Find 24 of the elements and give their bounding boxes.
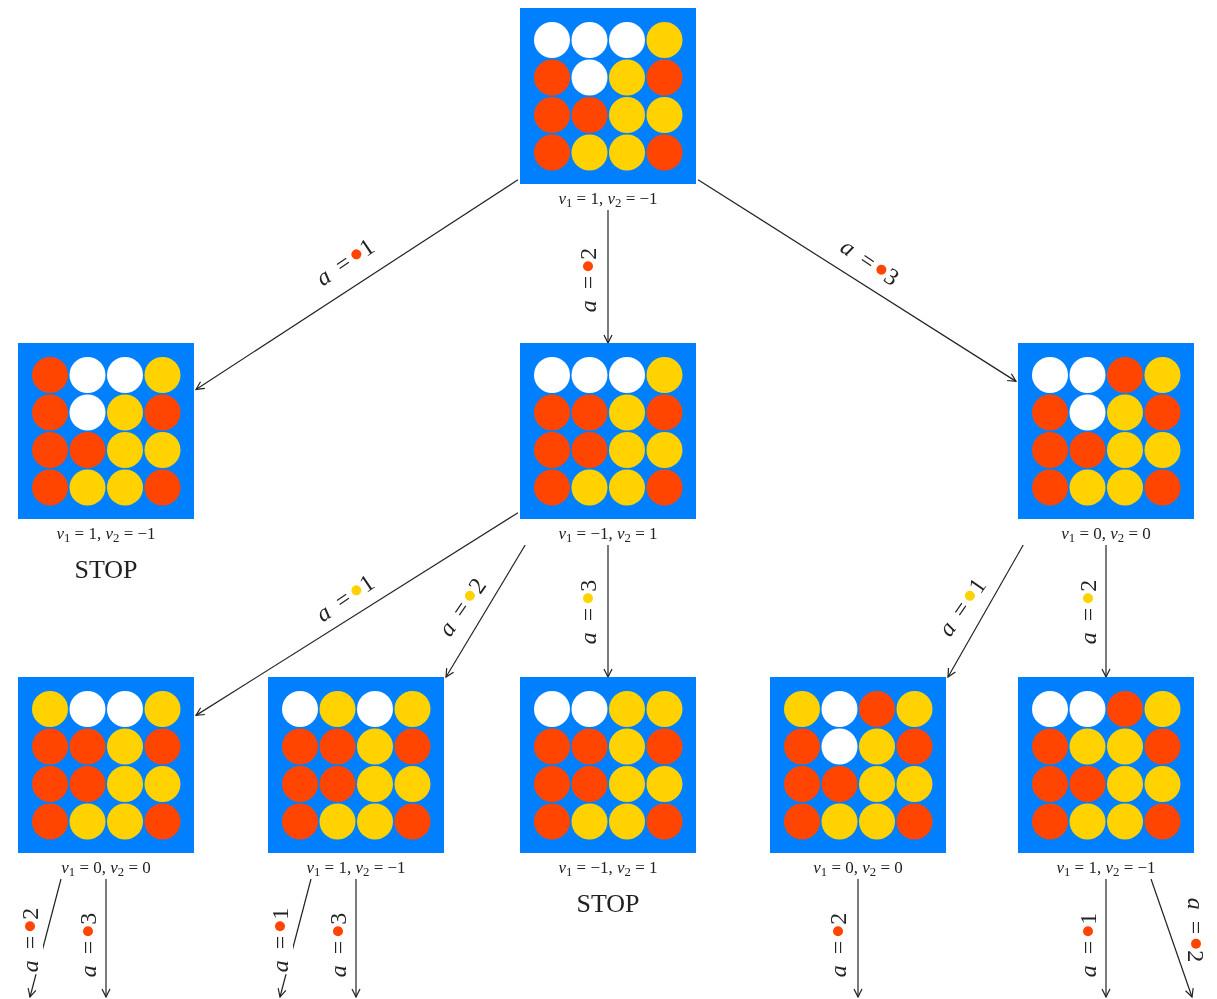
arrow	[445, 544, 526, 678]
value-label: v$_{1}$ = 0, v$_{2}$ = 0	[812, 857, 904, 879]
arrow	[1150, 878, 1194, 998]
arrow	[195, 179, 519, 391]
arrow	[101, 878, 111, 998]
arrow	[1101, 878, 1111, 998]
arrow	[351, 878, 361, 998]
value-label: v$_{1}$ = 1, v$_{2}$ = −1	[305, 857, 407, 879]
value-label: v$_{1}$ = 1, v$_{2}$ = −1	[557, 188, 659, 210]
value-label: v$_{1}$ = −1, v$_{2}$ = 1	[557, 857, 659, 879]
value-label: v$_{1}$ = 0, v$_{2}$ = 0	[1060, 523, 1152, 545]
value-label: v$_{1}$ = −1, v$_{2}$ = 1	[557, 523, 659, 545]
arrow	[853, 878, 863, 998]
value-label: v$_{1}$ = 1, v$_{2}$ = −1	[1055, 857, 1157, 879]
arrow	[603, 209, 613, 344]
arrow	[947, 544, 1024, 678]
arrow	[1101, 544, 1111, 678]
value-label: v$_{1}$ = 0, v$_{2}$ = 0	[60, 857, 152, 879]
arrow	[195, 512, 519, 716]
stop-label: STOP	[575, 889, 641, 919]
arrow	[603, 544, 613, 678]
arrow	[697, 179, 1017, 382]
stop-label: STOP	[73, 555, 139, 585]
value-label: v$_{1}$ = 1, v$_{2}$ = −1	[55, 523, 157, 545]
